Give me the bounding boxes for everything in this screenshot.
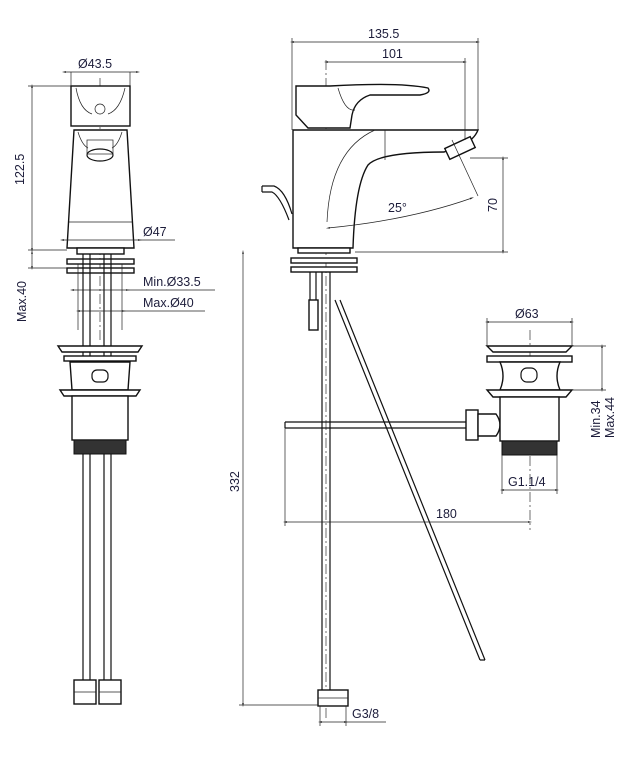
dim-overall-length: 135.5 (368, 27, 399, 41)
handle (70, 85, 131, 127)
dim-base-diameter: Ø47 (143, 225, 167, 239)
dim-swivel-angle: 25° (388, 201, 407, 215)
dim-waste-max: Max.44 (603, 397, 617, 438)
dim-hose-length: 332 (228, 471, 242, 492)
front-view: 135.5 101 70 25° 332 G3/8 180 Ø63 Min.34… (228, 27, 617, 726)
dim-max-thickness: Max.40 (15, 281, 29, 322)
dim-flange-diameter: Ø63 (515, 307, 539, 321)
dim-rod-length: 180 (436, 507, 457, 521)
dim-max-hole: Max.Ø40 (143, 296, 194, 310)
dim-spout-height: 70 (486, 198, 500, 212)
waste-valve (485, 330, 574, 530)
side-view: Ø43.5 122.5 Ø47 Max.40 Min.Ø33.5 Max.Ø40 (13, 57, 215, 705)
dim-height: 122.5 (13, 154, 27, 185)
dim-handle-diameter: Ø43.5 (78, 57, 112, 71)
dim-waste-min: Min.34 (589, 400, 603, 438)
dim-spout-reach: 101 (382, 47, 403, 61)
lever (295, 83, 430, 129)
dim-min-hole: Min.Ø33.5 (143, 275, 201, 289)
dim-hose-connection: G3/8 (352, 707, 379, 721)
tap-body (66, 129, 135, 249)
dim-waste-thread: G1.1/4 (508, 475, 546, 489)
